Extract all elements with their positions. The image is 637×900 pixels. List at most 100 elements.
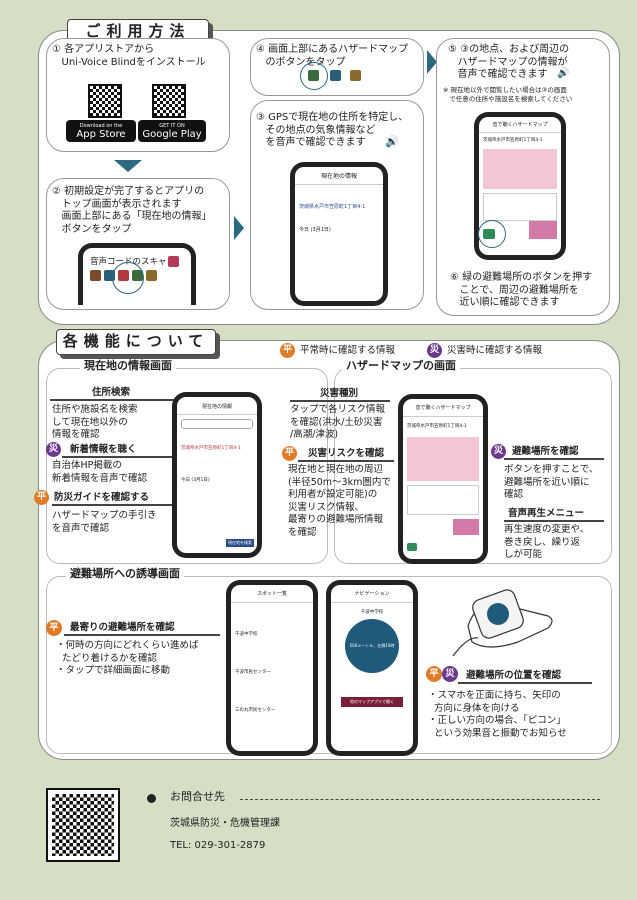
news-title: 新着情報を聴く [70,444,137,455]
nearest-text: ・何時の方向にどれくらい進めば たどり着けるかを確認 ・タップで詳細画面に移動 [56,640,199,676]
position-disaster-badge: 災 [442,666,458,682]
hand-phone-illustration [448,586,560,658]
current-heading: 現在地の情報画面 [80,359,176,373]
position-title: 避難場所の位置を確認 [466,670,562,681]
contact-bullet-icon [147,794,156,803]
step2-text: ② 初期設定が完了するとアプリの トップ画面が表示されます 画面上部にある「現在… [52,186,212,235]
step5-screen-title: 音で聴くハザードマップ [479,117,561,133]
step1-text: ① 各アプリストアから Uni-Voice Blindをインストール [52,44,206,68]
types-title: 災害種別 [320,388,359,399]
spotlist-item-3[interactable]: 三の丸市民センター [235,708,276,713]
google-play-badge[interactable]: GET IT ON Google Play [138,120,206,142]
hazard-screen-address: 茨城県水戸市笠原町1丁目4-1 [407,424,467,429]
step5-note: ※ 現在地以外で閲覧したい場合は③の画面 で任意の住所や施設名を検索してください [443,86,573,103]
position-normal-badge: 平 [426,666,442,682]
shelter-button-circle [478,220,506,248]
step4-text: ④ 画面上部にあるハザードマップ のボタンをタップ [256,44,409,68]
risk-text: 現在地と現在地の周辺 (半径50m～3km圏内で 利用者が設定可能)の 災害リス… [288,464,391,538]
navigation-circle-text: 500メートル、左側10時 [349,643,395,648]
current-screen-date: 今日 (3月1日) [181,478,210,483]
hazard-phone-screen: 音で聴くハザードマップ 茨城県水戸市笠原町1丁目4-1 [403,399,483,559]
shelter-title: 避難場所を確認 [512,446,579,457]
legend-normal-text: 平常時に確認する情報 [300,345,396,356]
guidance-area-frame [46,576,612,754]
features-section-title: 各機能について [56,329,216,355]
google-play-big: Google Play [142,129,202,140]
nearest-title: 最寄りの避難場所を確認 [70,622,175,633]
hazard-pink-button[interactable] [453,519,479,535]
risk-normal-badge: 平 [282,446,297,461]
arrow-right-icon [234,216,244,240]
playback-title: 音声再生メニュー [508,508,585,519]
navigation-map-button[interactable]: 他のマップアプリで開く [341,697,403,707]
step3-screen-date: 今日 (3月1日) [299,227,331,233]
qr-ios-icon [88,84,122,118]
speaker-icon: 🔊 [385,135,399,148]
news-text: 自治体HP掲載の 新着情報を音声で確認 [52,460,148,484]
hazard-screen-title: 音で聴くハザードマップ [403,399,483,417]
spotlist-phone-screen: スポット一覧 千波中学校 千波市民センター 三の丸市民センター [231,585,313,751]
contact-tel: TEL: 029-301-2879 [170,840,266,851]
step6-text: ⑥ 緑の避難場所のボタンを押す ことで、周辺の避難場所を 近い順に確認できます [450,272,593,308]
navigation-screen-title: ナビゲーション [331,585,413,603]
arrow-right-icon-2 [427,50,437,74]
guide-icon [146,270,157,281]
nearest-normal-badge: 平 [46,620,62,636]
app-store-big: App Store [76,129,126,140]
step5-pink-button[interactable] [529,221,557,239]
contact-org: 茨城県防災・危機管理課 [170,818,280,829]
hazard-shelter-button[interactable] [407,543,417,551]
step5-phone-screen: 音で聴くハザードマップ 茨城県水戸市笠原町1丁目4-1 [479,117,561,255]
current-screen-title: 現在地の情報 [177,397,257,415]
shelter-disaster-badge: 災 [491,444,506,459]
step4-card [250,38,424,96]
contact-qr-icon [46,788,120,862]
step3-phone-screen: 現在地の情報 茨城県水戸市笠原町1丁目4-1 今日 (3月1日) [295,167,383,301]
contact-title: お問合せ先 [170,790,225,803]
legend-disaster-text: 災害時に確認する情報 [447,345,543,356]
arrow-down-icon [114,160,142,172]
position-text: ・スマホを正面に持ち、矢印の 方向に身体を向ける ・正しい方向の場合、「ピコン」… [428,690,567,739]
step5-screen-address: 茨城県水戸市笠原町1丁目4-1 [483,138,543,143]
guide-text: ハザードマップの手引き を音声で確認 [52,510,157,534]
hazard-info-panel [407,485,479,515]
speaker-icon-2: 🔊 [557,68,570,79]
current-phone-screen: 現在地の情報 茨城県水戸市笠原町1丁目4-1 今日 (3月1日) 現在地を検索 [177,397,257,553]
tap-highlight-circle [112,262,144,294]
home-icon [90,270,101,281]
playback-text: 再生速度の変更や、 巻き戻し、繰り返 しが可能 [504,524,590,560]
current-screen-button[interactable]: 現在地を検索 [226,539,254,547]
navigation-phone-screen: ナビゲーション 千波中学校 500メートル、左側10時 他のマップアプリで開く [331,585,413,751]
news-disaster-badge: 災 [46,442,61,457]
types-text: タップで各リスク情報 を確認(洪水/土砂災害 /高潮/津波) [290,404,386,440]
menu-icon[interactable] [168,256,179,267]
app-store-badge[interactable]: Download on the App Store [66,120,136,142]
hazard-risk-panel [407,437,479,481]
contact-divider [240,799,600,800]
spotlist-item-2[interactable]: 千波市民センター [235,670,271,675]
book-icon [350,70,361,81]
current-area-frame [46,368,328,564]
current-screen-address: 茨城県水戸市笠原町1丁目4-1 [181,446,241,451]
legend-normal-badge: 平 [280,343,295,358]
step3-screen-address: 茨城県水戸市笠原町1丁目4-1 [299,204,366,210]
step3-text: ③ GPSで現在地の住所を特定し、 その地点の気象情報など を音声で確認できます [256,112,409,148]
risk-title: 災害リスクを確認 [308,448,385,459]
step5-risk-panel [483,149,557,189]
spotlist-item-1[interactable]: 千波中学校 [235,632,258,637]
hazard-button-circle [300,62,328,90]
address-search-text: 住所や施設名を検索 して現在地以外の 情報を確認 [52,404,138,440]
step5-text: ⑤ ③の地点、および周辺の ハザードマップの情報が 音声で確認できます [448,44,570,80]
list-icon [330,70,341,81]
qr-android-icon [152,84,186,118]
spotlist-screen-title: スポット一覧 [231,585,313,603]
hazard-heading: ハザードマップの画面 [342,359,460,373]
app-store-small: Download on the [79,123,123,129]
guidance-heading: 避難場所への誘導画面 [66,567,184,581]
step5-info-panel [483,193,557,221]
step3-screen-title: 現在地の情報 [295,167,383,185]
navigation-circle: 500メートル、左側10時 [345,619,399,673]
address-search-title: 住所検索 [92,387,131,398]
legend-disaster-badge: 災 [427,343,442,358]
current-screen-search[interactable] [181,419,253,429]
